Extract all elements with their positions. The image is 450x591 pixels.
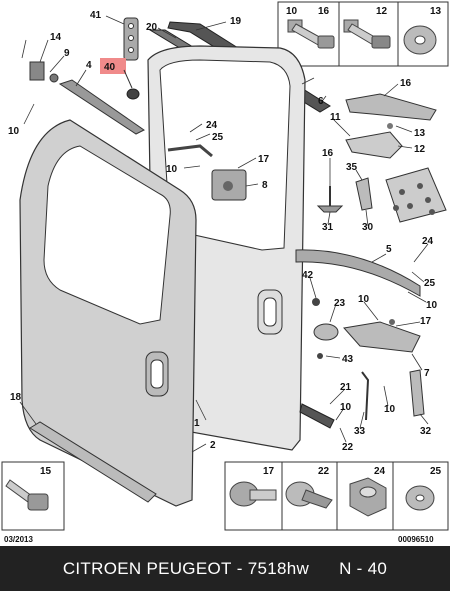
diagram-ref: N - 40 (339, 558, 388, 578)
fastener-box-bottom: 17 22 24 25 (224, 461, 449, 531)
door-lock-8 (211, 169, 247, 201)
callout: 14 (50, 32, 62, 43)
highlighted-part-40[interactable]: 40 (100, 58, 140, 100)
callout: 5 (386, 244, 392, 255)
callout: 10 (166, 164, 178, 175)
callout: 35 (346, 162, 358, 173)
rod-33 (361, 371, 370, 421)
callout: 6 (318, 96, 324, 107)
callout: 1 (194, 418, 200, 429)
box-label: 12 (376, 6, 388, 17)
lock-link-rod (167, 144, 213, 158)
cap-23 (313, 323, 339, 341)
callout: 17 (258, 154, 270, 165)
self-tapping-screw-icon (5, 479, 49, 511)
box-label: 10 (286, 6, 298, 17)
trim-strip-18 (29, 421, 157, 503)
upper-guide-rail (29, 61, 145, 135)
callout: 4 (86, 60, 92, 71)
part-number: 7518hw (247, 558, 310, 578)
door-outer-panel (19, 119, 197, 507)
callout: 19 (230, 16, 242, 27)
box-label: 15 (40, 466, 52, 477)
callout: 24 (206, 120, 218, 131)
callout: 9 (64, 48, 70, 59)
callout: 8 (262, 180, 268, 191)
callout: 33 (354, 426, 366, 437)
callout: 25 (212, 132, 224, 143)
plug-42 (312, 298, 320, 306)
callout: 23 (334, 298, 346, 309)
callout: 16 (400, 78, 412, 89)
bracket-32 (409, 369, 425, 417)
hex-nut-icon (349, 477, 387, 517)
callout: 24 (422, 236, 434, 247)
callout: 10 (340, 402, 352, 413)
callout: 10 (384, 404, 396, 415)
lower-hinge-assembly (343, 319, 421, 353)
box-label: 13 (430, 6, 442, 17)
bolt-icon (287, 19, 335, 49)
footer-caption: CITROEN PEUGEOT - 7518hw N - 40 (0, 546, 450, 591)
callout: 43 (342, 354, 354, 365)
callout: 10 (8, 126, 20, 137)
fastener-box-bottom-left: 15 (1, 461, 65, 531)
box-label: 22 (318, 466, 330, 477)
callout: 10 (358, 294, 370, 305)
plug-43 (317, 353, 323, 359)
callout: 31 (322, 222, 334, 233)
callout: 11 (330, 112, 341, 123)
callout: 32 (420, 426, 432, 437)
exploded-parts-diagram: 10 16 12 13 (1, 1, 449, 544)
washer-icon (405, 485, 435, 511)
callout: 12 (414, 144, 426, 155)
washer-icon (403, 25, 437, 55)
callout: 2 (210, 440, 216, 451)
callout: 21 (340, 382, 352, 393)
highlight-label: 40 (104, 62, 116, 73)
torx-bolt-icon (229, 481, 277, 507)
flange-bolt-icon (343, 19, 391, 49)
callout: 30 (362, 222, 374, 233)
callout: 7 (424, 368, 430, 379)
fastener-box-top: 10 16 12 13 (277, 1, 449, 67)
callout: 13 (414, 128, 426, 139)
callout: 17 (420, 316, 432, 327)
callout: 18 (10, 392, 22, 403)
callout: 16 (322, 148, 334, 159)
upper-hinge-assembly (345, 93, 437, 159)
bracket-41 (123, 17, 139, 61)
date-code: 03/2013 (4, 535, 33, 544)
leader-lines (19, 15, 429, 453)
box-label: 16 (318, 6, 330, 17)
callout-labels: 41 20 19 4 9 14 10 6 16 11 13 12 24 25 1… (8, 10, 438, 453)
callout: 20 (146, 22, 158, 33)
callout: 42 (302, 270, 314, 281)
strap-21 (299, 403, 335, 429)
callout: 10 (426, 300, 438, 311)
brand-text: CITROEN PEUGEOT (62, 558, 232, 578)
buffer-31 (316, 186, 344, 213)
reference-code: 00096510 (398, 535, 434, 544)
box-label: 25 (430, 466, 442, 477)
separator: - (231, 558, 248, 578)
callout: 25 (424, 278, 436, 289)
callout: 41 (90, 10, 102, 21)
bracket-30 (355, 177, 373, 211)
push-clip-icon (285, 481, 333, 509)
clip-kit-35 (385, 167, 447, 223)
lower-guide-rail-5 (295, 249, 421, 297)
box-label: 24 (374, 466, 386, 477)
box-label: 17 (263, 466, 275, 477)
callout: 22 (342, 442, 354, 453)
